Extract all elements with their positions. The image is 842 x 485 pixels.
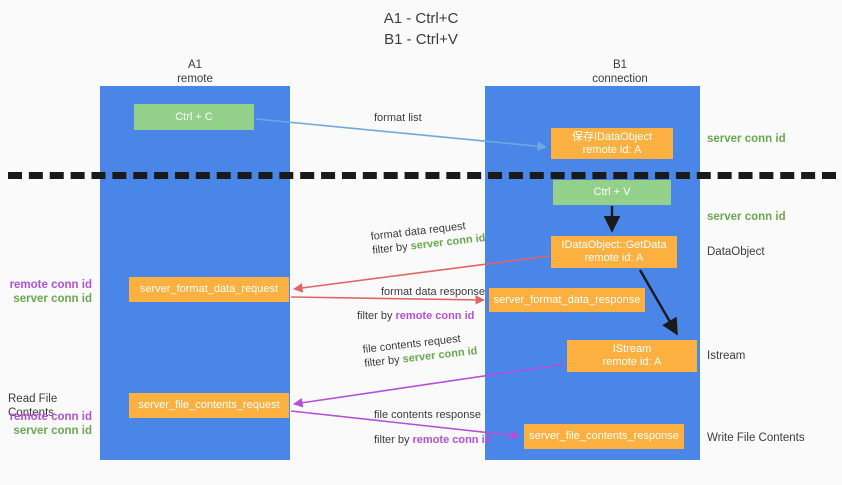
annotation-write-file-contents: Write File Contents	[707, 432, 805, 444]
node-server-file-contents-request-label: server_file_contents_request	[138, 399, 280, 411]
annotation-dataobject: DataObject	[707, 246, 765, 258]
annotation-conn-ids-bottom: remote conn id server conn id	[0, 410, 92, 438]
node-getdata-label: IDataObject::GetData	[561, 239, 667, 251]
arrow-format-data-response	[290, 295, 485, 305]
lane-a1-title: A1	[187, 59, 203, 71]
node-idataobject[interactable]: 保存IDataObject remote id: A	[551, 128, 673, 159]
annotation-server-conn-id-2: server conn id	[13, 425, 92, 437]
lane-b1-title: B1	[612, 59, 628, 71]
title-line-1: A1 - Ctrl+C	[383, 10, 459, 27]
node-server-format-data-request-label: server_format_data_request	[139, 283, 279, 295]
edge-label-format-list: format list	[374, 111, 422, 125]
filter-value-remote-conn-id: remote conn id	[412, 434, 492, 446]
node-idataobject-sub: remote id: A	[582, 143, 642, 156]
node-server-format-data-response-label: server_format_data_response	[493, 293, 641, 306]
arrow-format-data-request	[293, 255, 550, 293]
filter-prefix: filter by	[357, 310, 396, 322]
arrow-file-contents-request	[293, 363, 566, 408]
node-getdata[interactable]: IDataObject::GetData remote id: A	[551, 236, 677, 268]
arrow-getdata-to-istream	[638, 269, 679, 336]
lane-header-b1: B1 connection	[530, 58, 710, 86]
node-ctrl-c[interactable]: Ctrl + C	[134, 104, 254, 130]
node-server-file-contents-request[interactable]: server_file_contents_request	[129, 393, 289, 418]
annotation-remote-conn-id-2: remote conn id	[9, 411, 92, 423]
annotation-server-conn-mid: server conn id	[707, 211, 786, 223]
annotation-server-conn-top: server conn id	[707, 133, 786, 145]
edge-label-format-data-response-line1: format data response	[381, 286, 485, 298]
title-line-2: B1 - Ctrl+V	[384, 31, 458, 48]
filter-prefix: filter by	[374, 434, 413, 446]
arrow-format-list	[255, 118, 547, 151]
lane-a1-subtitle: remote	[177, 73, 213, 85]
edge-label-format-data-response: format data response filter by remote co…	[357, 285, 485, 323]
node-ctrl-v-label: Ctrl + V	[593, 186, 631, 198]
node-istream-sub: remote id: A	[602, 356, 662, 368]
annotation-read-file-contents: Read File Contents	[8, 393, 58, 419]
lane-header-a1: A1 remote	[120, 58, 270, 86]
annotation-istream: Istream	[707, 350, 746, 362]
node-ctrl-v[interactable]: Ctrl + V	[553, 180, 671, 205]
annotation-server-conn-id-1: server conn id	[13, 293, 92, 305]
node-server-format-data-request[interactable]: server_format_data_request	[129, 277, 289, 302]
node-istream-label: IStream	[612, 343, 652, 355]
edge-label-format-list-text: format list	[374, 112, 422, 124]
node-server-file-contents-response-label: server_file_contents_response	[529, 430, 679, 442]
node-getdata-sub: remote id: A	[584, 252, 644, 264]
node-istream[interactable]: IStream remote id: A	[567, 340, 697, 372]
annotation-remote-conn-id-1: remote conn id	[9, 279, 92, 291]
lane-b1-subtitle: connection	[592, 73, 648, 85]
edge-label-format-data-response-line2: filter by remote conn id	[357, 309, 485, 323]
edge-label-file-contents-response: file contents response filter by remote …	[374, 408, 491, 447]
filter-value-remote-conn-id: remote conn id	[395, 310, 475, 322]
phase-divider	[8, 172, 836, 179]
node-idataobject-label: 保存IDataObject	[571, 130, 653, 143]
edge-label-file-contents-response-line1: file contents response	[374, 409, 482, 421]
node-server-format-data-response[interactable]: server_format_data_response	[489, 288, 645, 312]
page-title: A1 - Ctrl+C B1 - Ctrl+V	[0, 8, 842, 50]
annotation-conn-ids-top: remote conn id server conn id	[0, 278, 92, 306]
arrow-file-contents-response	[290, 410, 520, 440]
edge-label-file-contents-response-line2: filter by remote conn id	[374, 433, 491, 447]
node-server-file-contents-response[interactable]: server_file_contents_response	[524, 424, 684, 449]
node-ctrl-c-label: Ctrl + C	[175, 110, 213, 123]
